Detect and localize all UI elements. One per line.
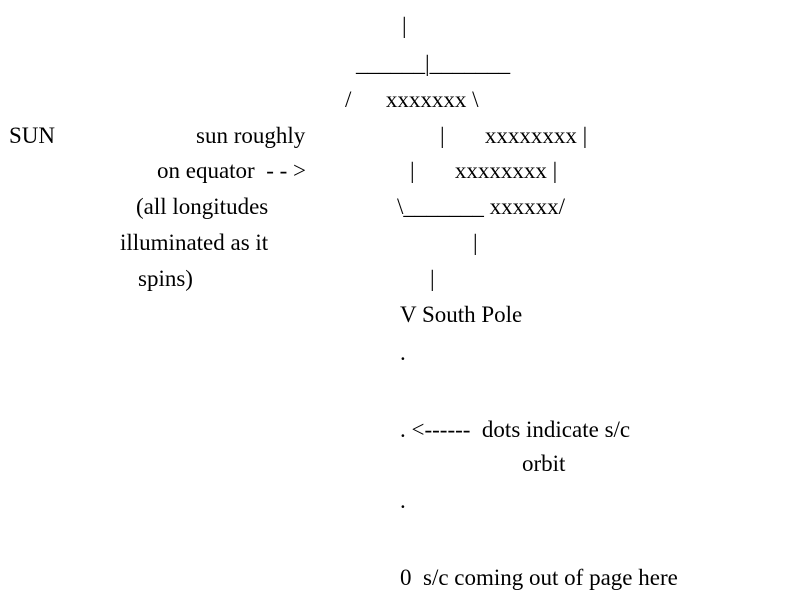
planet-top-edge: ______|_______ xyxy=(356,51,511,76)
orbit-dot-1: . xyxy=(400,340,406,365)
orbit-dot-2-with-note: . <------ dots indicate s/c xyxy=(400,417,631,442)
orbit-note-line-2: orbit xyxy=(522,451,566,476)
planet-row-3: | xxxxxxxx | xyxy=(410,158,558,183)
sun-description-line-1: sun roughly xyxy=(196,123,306,148)
top-axis-line: | xyxy=(402,13,407,38)
spacecraft-label: 0 s/c coming out of page here xyxy=(400,565,678,590)
planet-row-4: \_______ xxxxxx/ xyxy=(397,194,566,219)
sun-description-line-3: (all longitudes xyxy=(136,194,269,219)
sun-description-line-5: spins) xyxy=(138,266,193,291)
sun-label: SUN xyxy=(9,123,56,148)
sun-description-line-2: on equator - - > xyxy=(157,158,307,183)
planet-bottom-stub: | xyxy=(473,230,478,255)
south-pole-label: V South Pole xyxy=(400,302,523,327)
south-pole-stub: | xyxy=(430,266,435,291)
sun-description-line-4: illuminated as it xyxy=(120,230,269,255)
orbit-dot-3: . xyxy=(400,488,406,513)
planet-row-1: / xxxxxxx \ xyxy=(345,87,479,112)
planet-row-2: | xxxxxxxx | xyxy=(440,123,588,148)
